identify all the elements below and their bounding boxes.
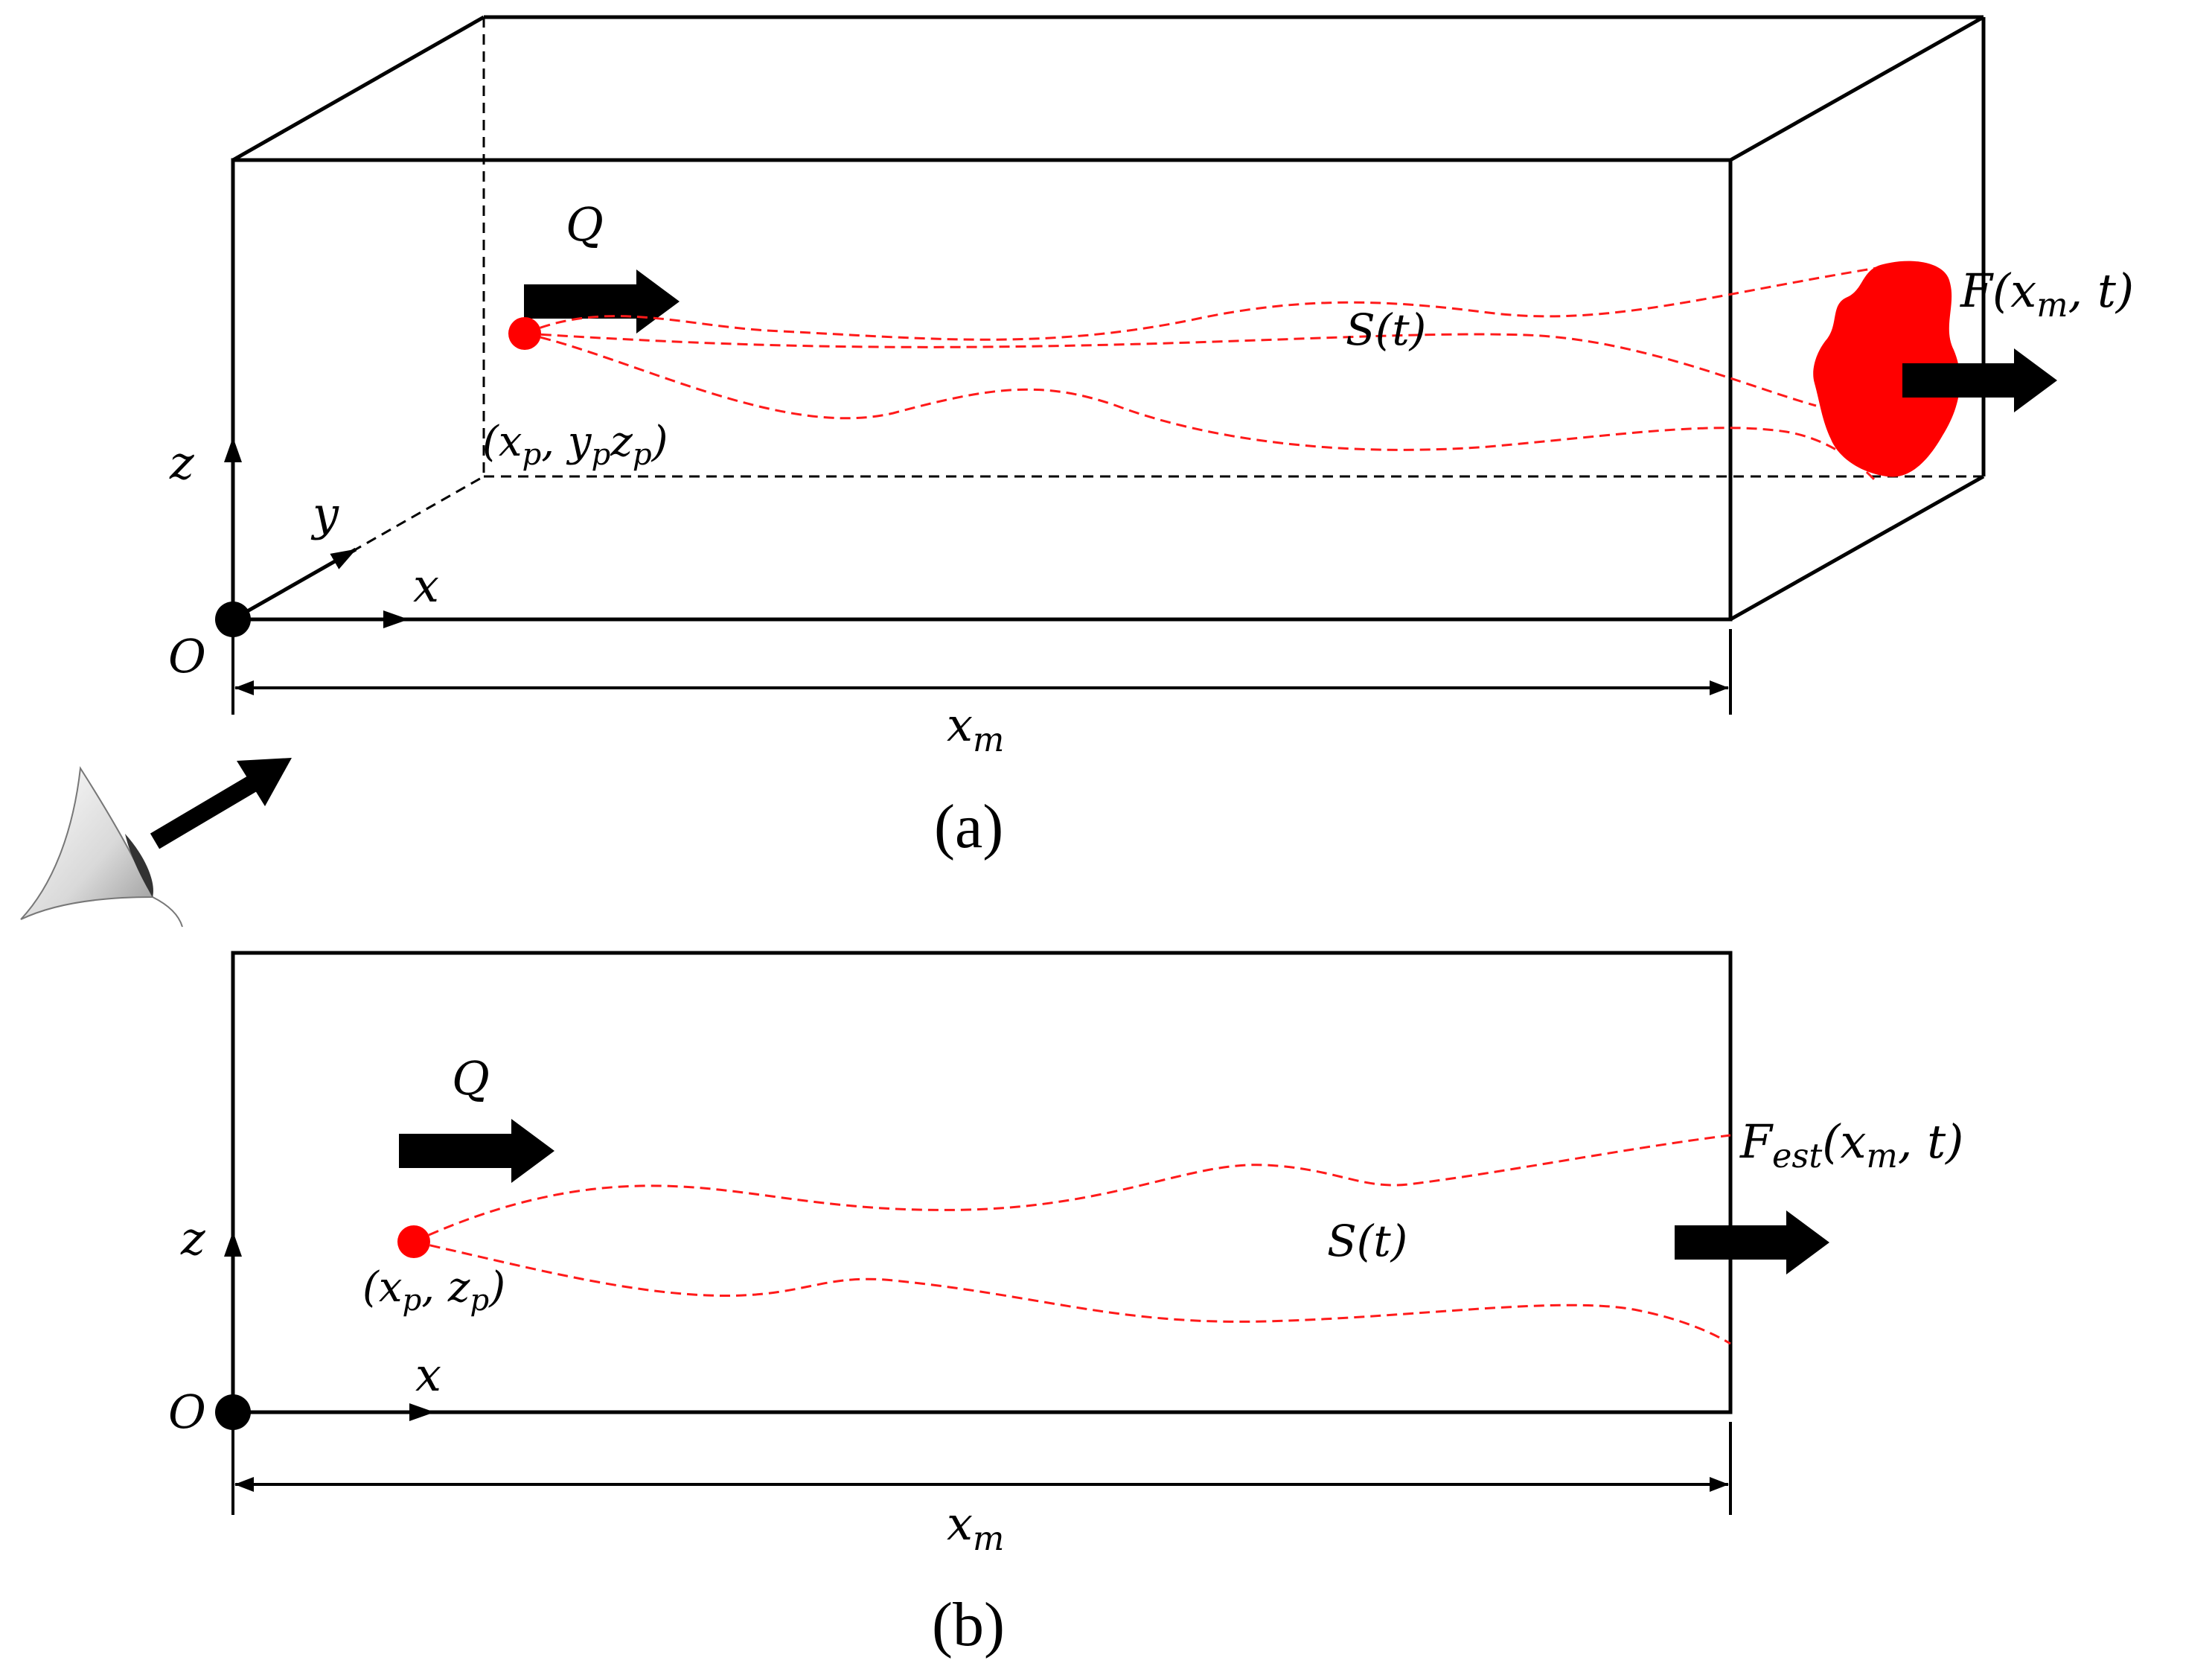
outlet-label: Fest(xm, t) <box>1739 1114 1963 1175</box>
flow-arrow-icon <box>524 269 680 334</box>
length-dimension <box>231 629 1732 715</box>
origin-point <box>215 602 251 637</box>
eye-icon <box>20 766 183 928</box>
length-label: xm <box>947 1496 1004 1558</box>
origin-point <box>215 1394 251 1430</box>
source-point <box>508 317 541 350</box>
axis-y-label: y <box>310 487 339 541</box>
flow-arrow-icon <box>399 1119 554 1183</box>
outlet-arrow-icon <box>1902 348 2057 412</box>
axes <box>224 1231 435 1421</box>
axes <box>224 437 409 628</box>
length-label: xm <box>947 698 1004 759</box>
outlet-label: F(xm, t) <box>1960 264 2134 325</box>
path-label: S(t) <box>1346 304 1426 355</box>
path-label: S(t) <box>1327 1216 1407 1266</box>
source-point <box>397 1225 430 1258</box>
caption-b: (b) <box>932 1590 1005 1659</box>
axis-z-label: z <box>180 1211 205 1266</box>
axis-z-label: z <box>169 435 194 490</box>
box-3d <box>231 15 1986 622</box>
length-dimension <box>231 1422 1732 1515</box>
outlet-arrow-icon <box>1675 1210 1829 1274</box>
origin-label: O <box>168 1385 206 1439</box>
source-label: (xp, ypzp) <box>482 418 668 472</box>
plume-blob <box>1813 261 1960 477</box>
plume-paths <box>524 264 1891 482</box>
axis-x-label: x <box>413 558 439 613</box>
origin-label: O <box>168 629 206 683</box>
axis-x-label: x <box>415 1347 441 1402</box>
view-direction-arrow <box>150 758 292 849</box>
panel-a: Q (xp, ypzp) S(t) F(xm, t) z y x <box>168 15 2134 861</box>
plume-paths <box>413 1134 1731 1345</box>
flow-label: Q <box>566 197 604 252</box>
panel-b: Q (xp, zp) S(t) Fest(xm, t) z x O xm <box>168 951 1963 1659</box>
hidden-edges <box>232 17 1984 621</box>
source-label: (xp, zp) <box>362 1263 505 1318</box>
flow-label: Q <box>452 1051 490 1105</box>
channel-rect <box>231 951 1733 1414</box>
caption-a: (a) <box>934 792 1003 861</box>
